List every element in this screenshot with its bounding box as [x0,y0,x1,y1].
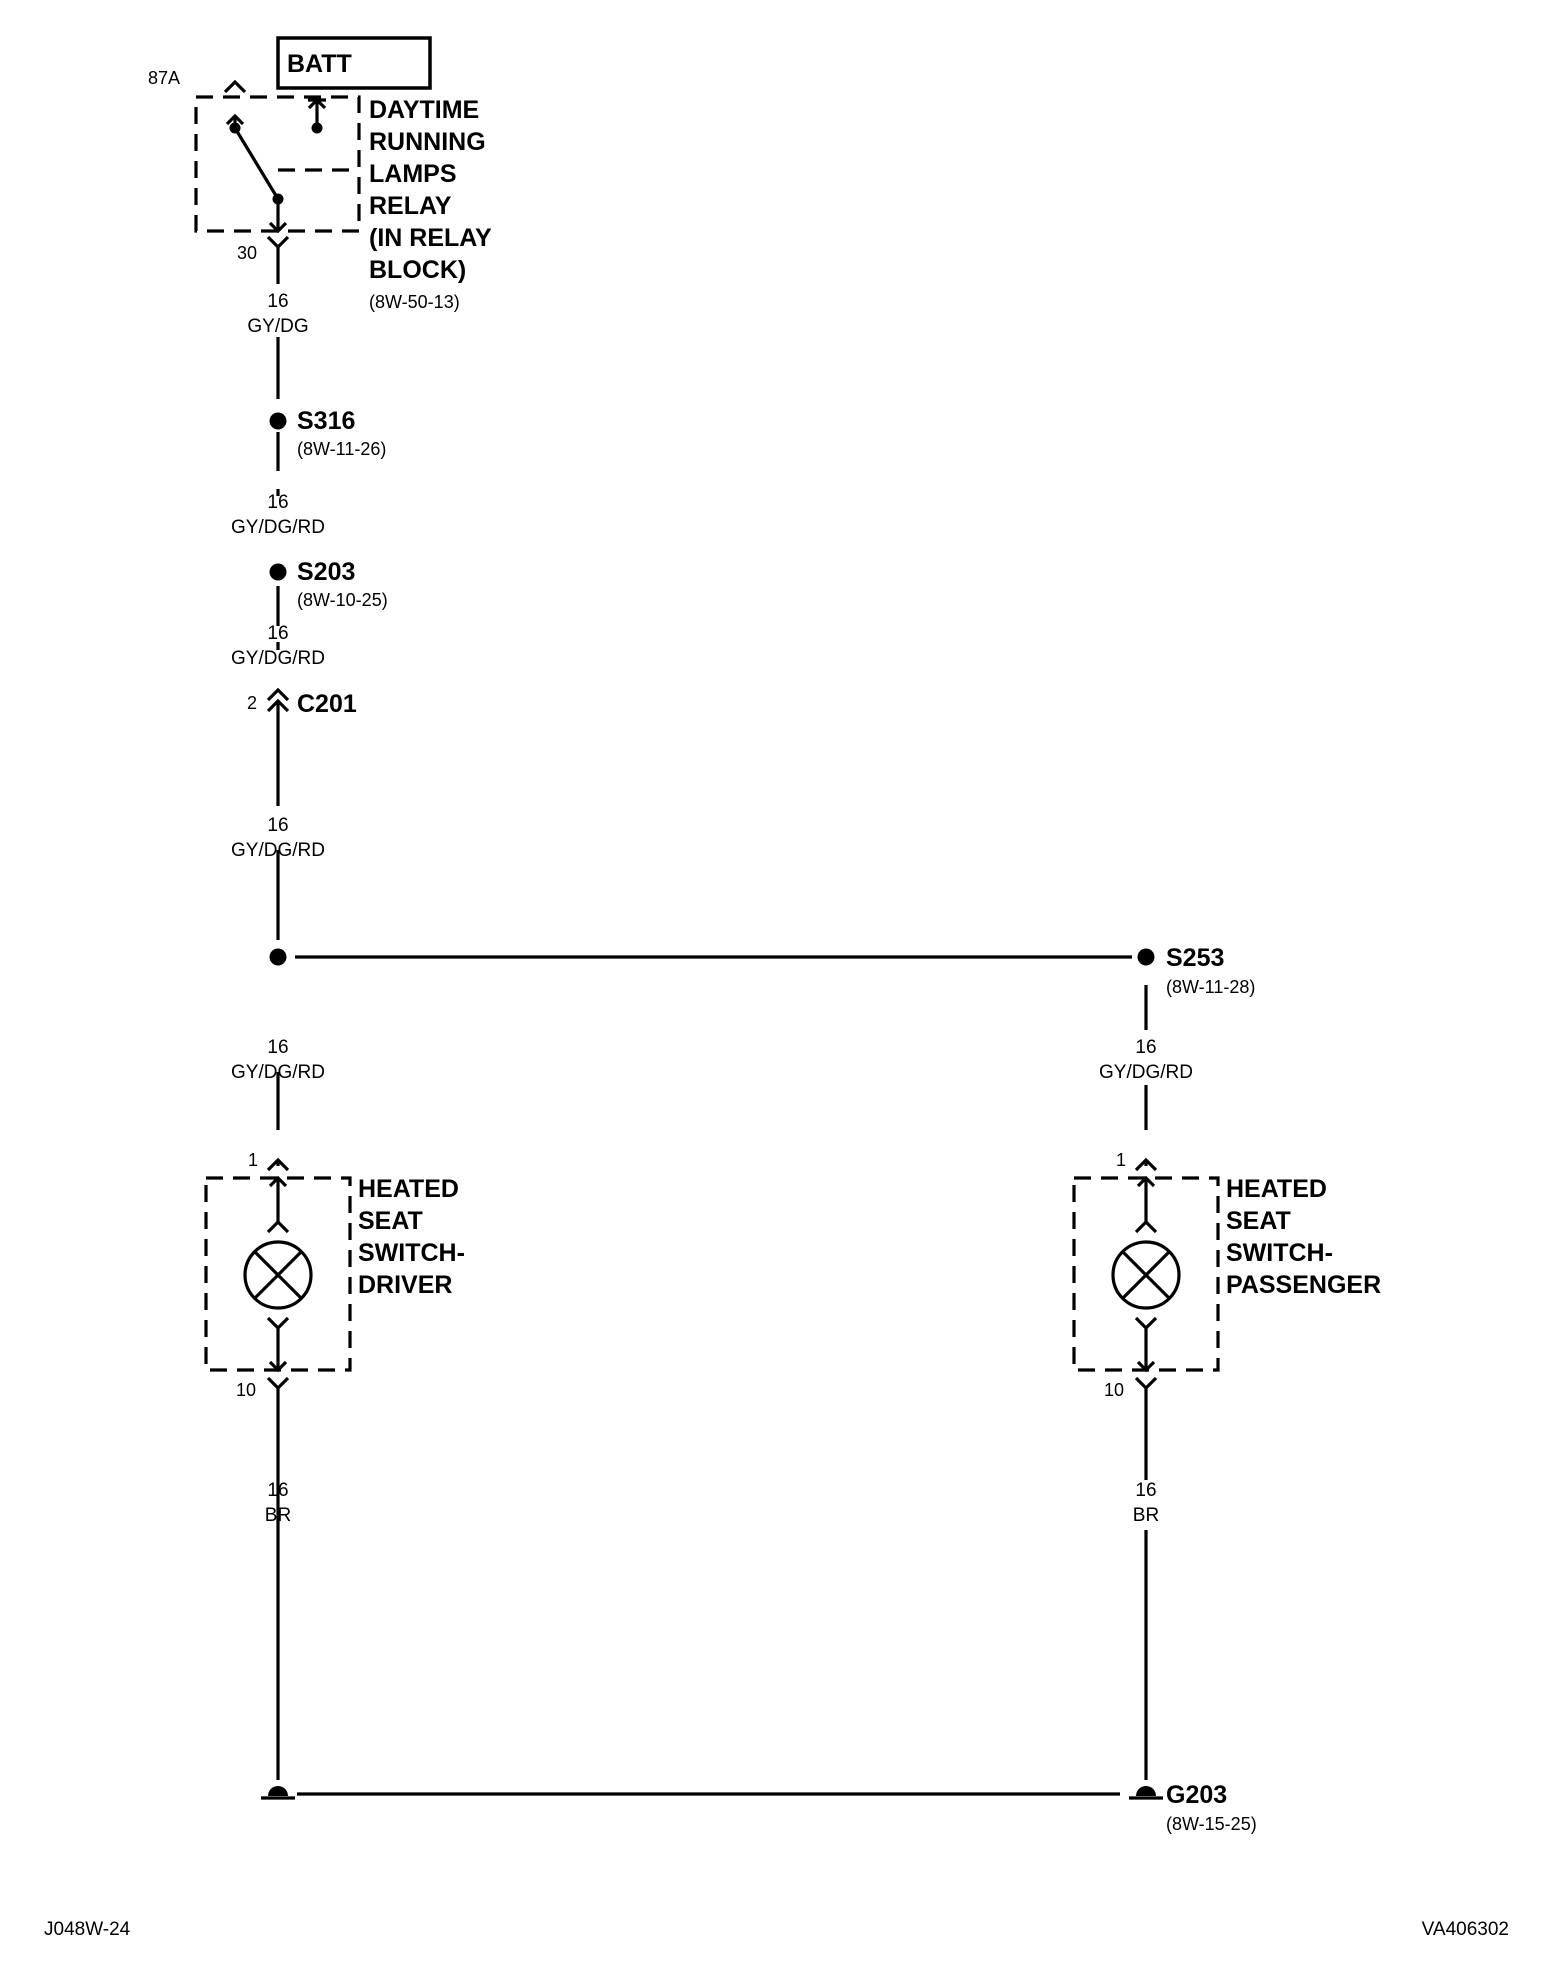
relay-name-line-2: RUNNING [369,128,486,156]
driver-switch-name-line-3: SWITCH- [358,1239,465,1267]
splice-s316-ref: (8W-11-26) [297,439,386,459]
relay-name-line-1: DAYTIME [369,96,479,124]
wire-label-w7: 16 BR [265,1480,291,1526]
passenger-switch-name-line-4: PASSENGER [1226,1271,1381,1299]
batt-label: BATT [287,50,352,78]
heated-seat-switch-driver: 1 10 HEATED SEAT SWITCH- DRIVER [204,1150,465,1400]
footer-right-code: VA406302 [1422,1919,1509,1940]
heated-seat-switch-passenger: 1 10 HEATED SEAT SWITCH- PASSENGER [1072,1150,1381,1400]
relay-pin-87a: 87A [148,68,180,88]
wire-gauge: 16 [267,492,288,513]
driver-switch-pin-10: 10 [236,1380,256,1400]
splice-s253: S253 (8W-11-28) [1137,944,1255,997]
splice-s203-label: S203 [297,558,355,586]
passenger-switch-name-line-3: SWITCH- [1226,1239,1333,1267]
passenger-switch-name-line-2: SEAT [1226,1207,1291,1235]
wire-gauge: 16 [267,1037,288,1058]
driver-switch-pin-1: 1 [248,1150,258,1170]
wire-gauge: 16 [267,815,288,836]
ground-g203-label: G203 [1166,1781,1227,1809]
passenger-switch-pin-1: 1 [1116,1150,1126,1170]
wire-label-w4: 16 GY/DG/RD [231,815,325,861]
wire-color: BR [265,1505,291,1526]
relay-pin-30: 30 [237,243,257,263]
wire-gauge: 16 [1135,1480,1156,1501]
splice-s203-ref: (8W-10-25) [297,590,388,610]
batt-source: BATT [276,36,432,90]
relay-name-line-5: (IN RELAY [369,224,492,252]
driver-switch-name-line-2: SEAT [358,1207,423,1235]
wire-label-w1: 16 GY/DG [247,291,308,337]
relay-name-line-4: RELAY [369,192,452,220]
daytime-running-lamps-relay: 87A 30 DAYTIME RUNNING LAMPS RELAY (IN R… [148,68,492,312]
splice-s316: S316 (8W-11-26) [269,407,386,459]
wire-color: GY/DG [247,316,308,337]
splice-s316-label: S316 [297,407,355,435]
splice-s203: S203 (8W-10-25) [269,558,388,610]
relay-name-line-3: LAMPS [369,160,457,188]
relay-ref: (8W-50-13) [369,292,460,312]
wire-label-w5: 16 GY/DG/RD [231,1037,325,1083]
wire-color: GY/DG/RD [231,517,325,538]
footer-left-code: J048W-24 [44,1919,131,1940]
wire-gauge: 16 [267,291,288,312]
relay-name-line-6: BLOCK) [369,256,466,284]
ground-g203-ref: (8W-15-25) [1166,1814,1257,1834]
connector-c201: 2 C201 [247,687,357,718]
connector-c201-label: C201 [297,690,357,718]
passenger-switch-pin-10: 10 [1104,1380,1124,1400]
junction-branch [269,948,1132,966]
ground-g203: G203 (8W-15-25) [261,1781,1257,1834]
driver-switch-name-line-1: HEATED [358,1175,459,1203]
splice-s253-ref: (8W-11-28) [1166,977,1255,997]
wire-color: GY/DG/RD [231,648,325,669]
wire-gauge: 16 [267,623,288,644]
wire-label-w3: 16 GY/DG/RD [231,623,325,669]
driver-switch-name-line-4: DRIVER [358,1271,452,1299]
wire-color: BR [1133,1505,1159,1526]
wire-label-w2: 16 GY/DG/RD [231,492,325,538]
wire-label-w8: 16 BR [1133,1480,1159,1526]
splice-s253-label: S253 [1166,944,1224,972]
wire-gauge: 16 [1135,1037,1156,1058]
wire-color: GY/DG/RD [1099,1062,1193,1083]
wire-label-w6: 16 GY/DG/RD [1099,1037,1193,1083]
connector-c201-pin: 2 [247,693,257,713]
wire-color: GY/DG/RD [231,1062,325,1083]
passenger-switch-name-line-1: HEATED [1226,1175,1327,1203]
wire-gauge: 16 [267,1480,288,1501]
wire-color: GY/DG/RD [231,840,325,861]
